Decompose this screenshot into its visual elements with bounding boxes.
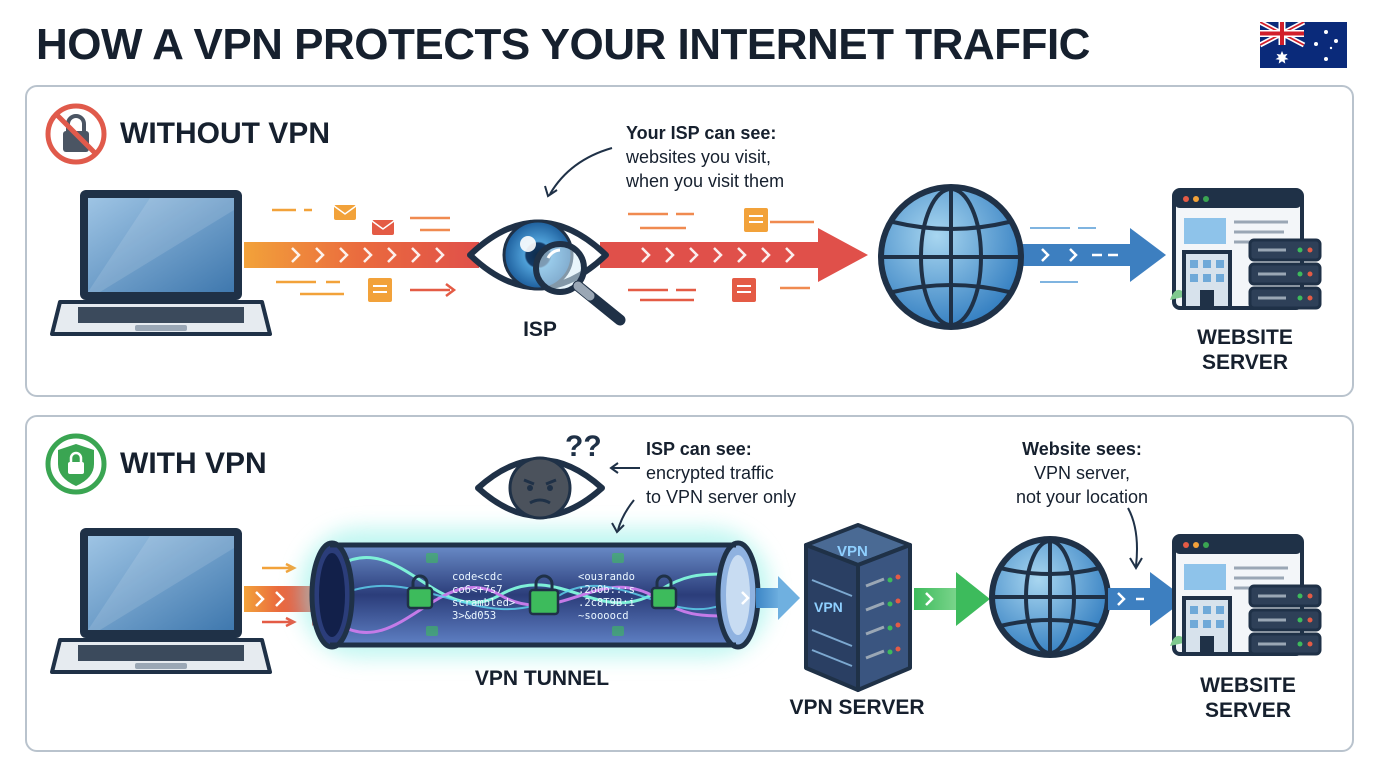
with-vpn-header: WITH VPN: [120, 447, 267, 480]
vpn-tunnel-icon: code<cdc co6<+7s7 scrambled> 3>&d053 <ou…: [300, 528, 770, 658]
isp-encrypted-note: ISP can see: encrypted traffic to VPN se…: [646, 437, 796, 509]
tunnel-code-left-4: 3>&d053: [452, 610, 496, 622]
tunnel-code-left-3: scrambled>: [452, 597, 515, 609]
website-sees-note: Website sees: VPN server, not your locat…: [982, 437, 1182, 509]
isp-encrypted-note-title: ISP can see:: [646, 439, 752, 459]
website-sees-note-title: Website sees:: [1022, 439, 1142, 459]
vpn-server-label: VPN SERVER: [789, 696, 925, 719]
isp-encrypted-note-line1: encrypted traffic: [646, 463, 774, 483]
isp-note-title: Your ISP can see:: [626, 123, 777, 143]
traffic-arrow-to-server: [1018, 227, 1166, 283]
website-server-label-bottom: WEBSITE SERVER: [1183, 673, 1313, 723]
website-server-label-bottom-line1: WEBSITE: [1200, 674, 1296, 697]
website-server-icon-bottom: [1170, 534, 1322, 656]
laptop-icon-bottom: [50, 528, 272, 674]
confused-eye-icon: [475, 456, 605, 520]
vpn-tunnel-label: VPN TUNNEL: [474, 667, 610, 690]
eye-magnifier-icon: [467, 219, 626, 326]
website-sees-note-line1: VPN server,: [1033, 463, 1131, 483]
website-sees-note-line2: not your location: [1015, 487, 1149, 507]
shield-lock-icon: [45, 433, 107, 495]
isp-note-line1: websites you visit,: [626, 147, 772, 167]
tunnel-code-right-3: .2c8T9B:i: [578, 597, 635, 609]
isp-encrypted-note-line2: to VPN server only: [646, 487, 797, 507]
traffic-arrow-to-isp: [244, 242, 479, 268]
traffic-arrow-vpn-to-internet: [914, 572, 990, 626]
vpn-server-icon: VPN VPN: [804, 523, 912, 692]
vpn-server-side-text: VPN: [814, 599, 843, 615]
without-vpn-header: WITHOUT VPN: [120, 117, 330, 150]
traffic-arrow-to-vpn-server: [741, 576, 800, 620]
website-note-arrow: [1127, 507, 1138, 567]
page-title: HOW A VPN PROTECTS YOUR INTERNET TRAFFIC: [36, 20, 1090, 69]
traffic-arrow-to-server-bottom: [1108, 572, 1186, 626]
website-server-label-line2: SERVER: [1202, 351, 1288, 374]
australian-flag-icon: [1260, 22, 1347, 68]
website-server-icon: [1170, 188, 1322, 310]
globe-icon-bottom: [989, 536, 1111, 658]
tunnel-code-right-2: :2o0b:::s: [578, 584, 635, 596]
no-lock-icon: [45, 103, 107, 165]
isp-label: ISP: [523, 318, 557, 341]
isp-note-line2: when you visit them: [626, 171, 785, 191]
website-server-label: WEBSITE SERVER: [1180, 325, 1310, 375]
data-packets-icon: [333, 205, 768, 302]
tunnel-code-right-4: ~soooocd: [578, 610, 629, 622]
globe-icon: [878, 184, 1024, 330]
laptop-icon: [50, 190, 272, 336]
vpn-server-top-text: VPN: [837, 543, 868, 560]
isp-visibility-note: Your ISP can see: websites you visit, wh…: [626, 121, 784, 193]
tunnel-code-right-1: <ouɜrando: [578, 571, 635, 583]
speed-lines: [272, 208, 814, 302]
website-server-label-bottom-line2: SERVER: [1205, 699, 1291, 722]
traffic-arrow-to-internet: [600, 228, 868, 282]
question-marks: ??: [565, 430, 602, 463]
tunnel-code-left-2: co6<+7s7: [452, 584, 503, 596]
website-server-label-line1: WEBSITE: [1197, 326, 1293, 349]
tunnel-code-left-1: code<cdc: [452, 571, 503, 583]
note-pointer-arrow: [549, 147, 613, 195]
